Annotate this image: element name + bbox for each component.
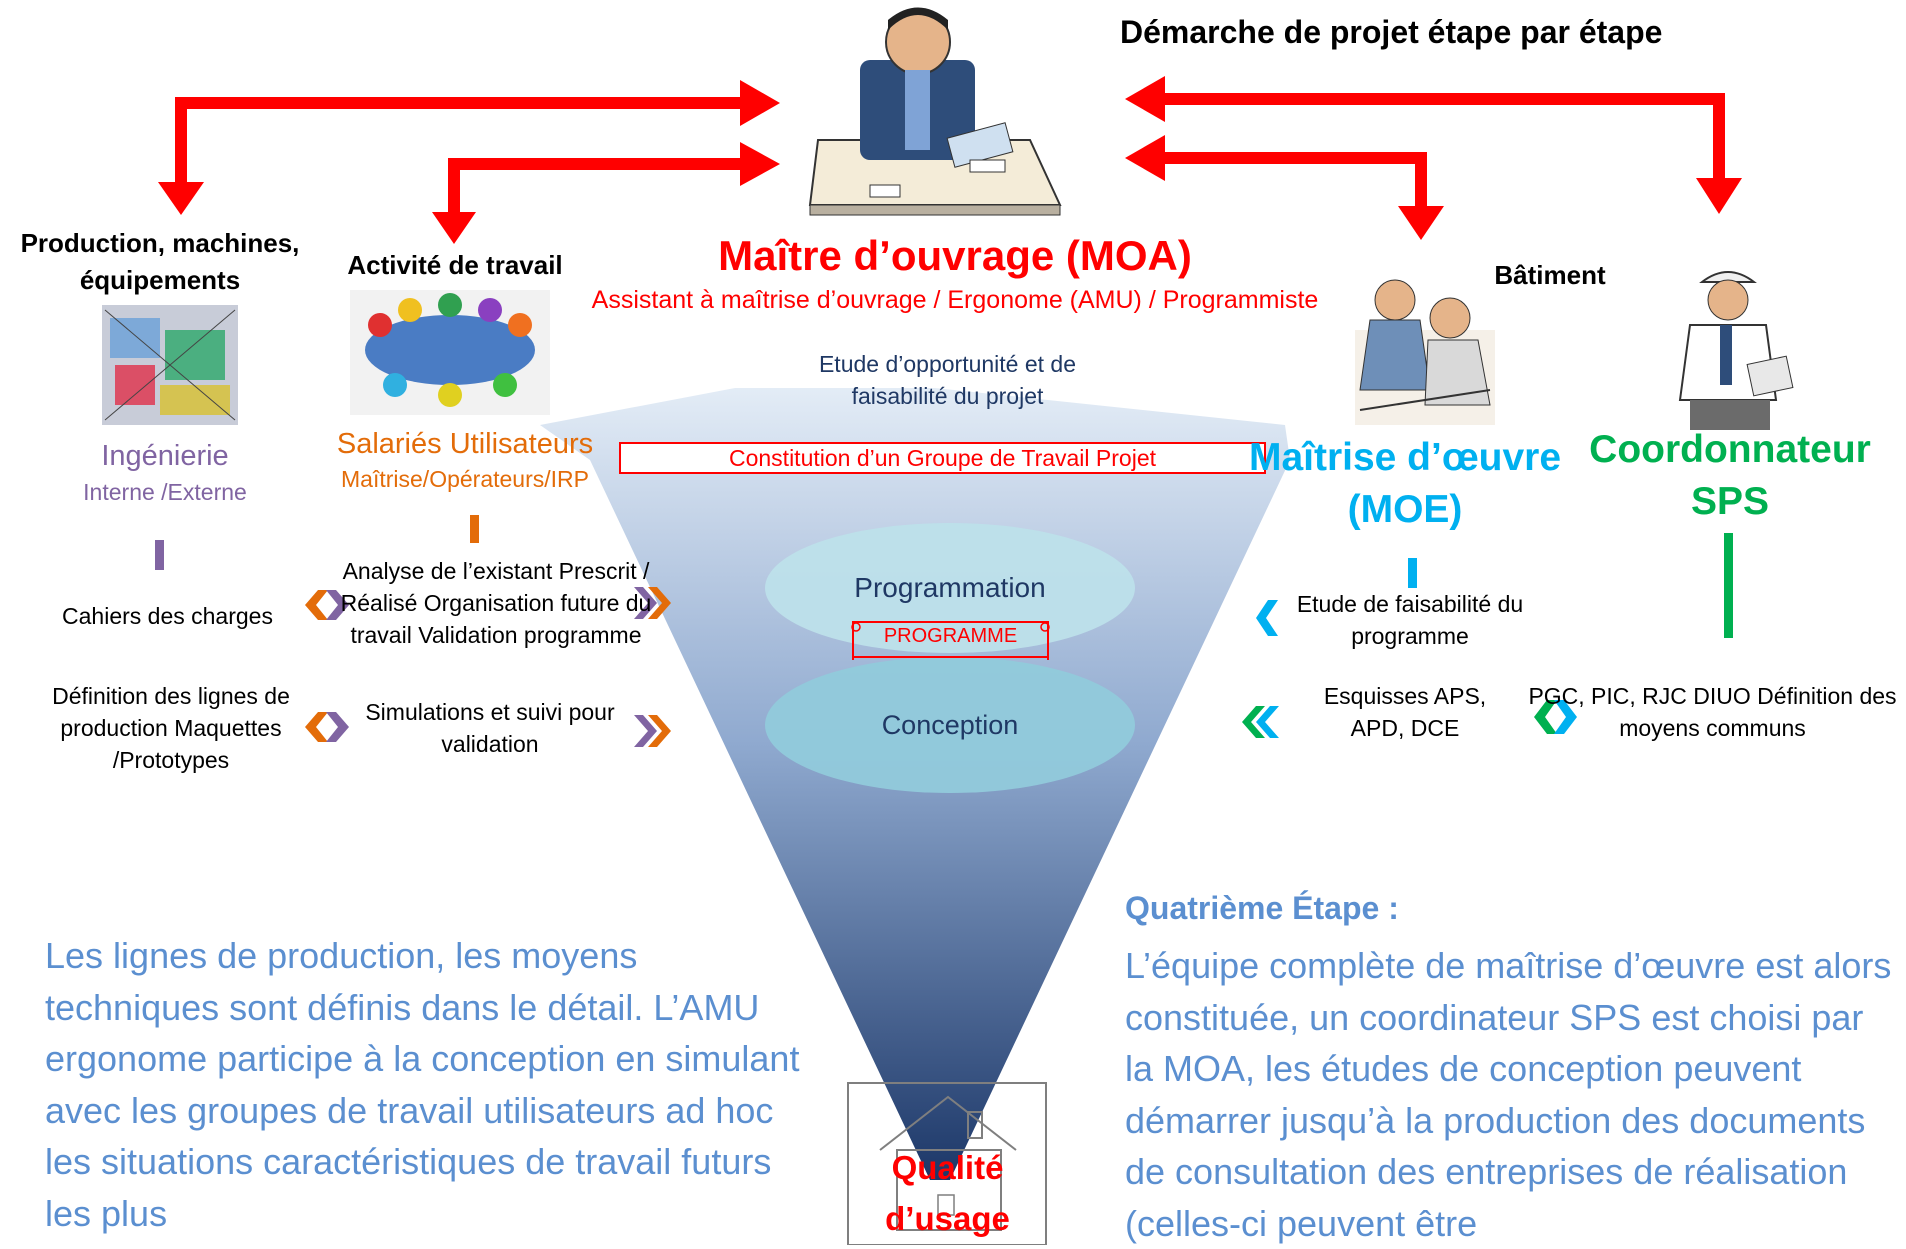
conception-ellipse [765, 657, 1135, 793]
chevron-pair-icon [305, 712, 349, 742]
moe-title: Maîtrise d’œuvre (MOE) [1248, 436, 1562, 531]
conception-label: Conception [881, 710, 1019, 740]
production-title: Production, machines, équipements [20, 228, 300, 295]
factory-3d-illustration [102, 305, 238, 425]
esquisses-label: Esquisses APS, APD, DCE [1323, 683, 1487, 741]
sps-title: Coordonnateur SPS [1589, 428, 1871, 523]
analyse-label: Analyse de l’existant Prescrit / Réalisé… [340, 558, 652, 648]
programmation-ellipse [765, 523, 1135, 653]
chevron-double-right-icon [634, 715, 671, 747]
programmation-label: Programmation [854, 572, 1046, 603]
architects-illustration [1355, 279, 1495, 425]
arrow-moa-to-sps [1125, 76, 1742, 214]
manager-illustration [808, 7, 1062, 216]
groupe-travail-label: Constitution d’un Groupe de Travail Proj… [728, 445, 1157, 471]
simulations-label: Simulations et suivi pour validation [365, 699, 615, 757]
bottom-right-paragraph: L’équipe complète de maîtrise d’œuvre es… [1125, 945, 1892, 1244]
programme-scroll-shape [851, 621, 1050, 660]
pgc-label: PGC, PIC, RJC DIUO Définition des moyens… [1528, 683, 1897, 741]
salaries-sub: Maîtrise/Opérateurs/IRP [341, 466, 589, 492]
connector-salaries [470, 515, 479, 543]
moa-subtitle: Assistant à maîtrise d’ouvrage / Ergonom… [591, 286, 1319, 314]
ingenierie-sub: Interne /Externe [83, 479, 247, 505]
programme-label: PROGRAMME [883, 625, 1018, 647]
groupe-travail-box [619, 442, 1266, 474]
chevron-pair-icon [305, 590, 349, 620]
faisabilite-label: Etude de faisabilité du programme [1296, 591, 1524, 649]
moa-title: Maître d’ouvrage (MOA) [718, 232, 1192, 279]
connector-sps [1724, 533, 1733, 638]
chevron-left-icon [1256, 600, 1278, 636]
chevron-pair-icon [1534, 700, 1577, 734]
definition-label: Définition des lignes de production Maqu… [52, 683, 290, 773]
arrow-moa-to-production [158, 80, 780, 215]
house-icon [847, 1082, 1047, 1245]
ingenierie-label: Ingénierie [101, 440, 229, 472]
connector-ingenierie [155, 540, 164, 570]
quatrieme-etape-title: Quatrième Étape : [1125, 890, 1399, 926]
arrow-moa-to-activite [432, 142, 780, 244]
arrow-moa-to-moe [1125, 135, 1444, 240]
activite-title: Activité de travail [347, 250, 563, 280]
qualite-usage-label: Qualité d’usage [885, 1149, 1010, 1237]
page-title: Démarche de projet étape par étape [1120, 14, 1663, 50]
engineer-illustration [1678, 271, 1794, 430]
cahiers-label: Cahiers des charges [62, 603, 273, 629]
funnel-top-text: Etude d’opportunité et de faisabilité du… [818, 351, 1077, 409]
chevron-double-right-icon [634, 587, 671, 619]
bottom-left-paragraph: Les lignes de production, les moyens tec… [45, 935, 800, 1234]
connector-moe [1408, 558, 1417, 588]
puzzle-meeting-illustration [350, 290, 550, 415]
batiment-title: Bâtiment [1494, 260, 1606, 290]
salaries-label: Salariés Utilisateurs [336, 428, 594, 460]
chevron-double-left-icon [1242, 706, 1279, 738]
